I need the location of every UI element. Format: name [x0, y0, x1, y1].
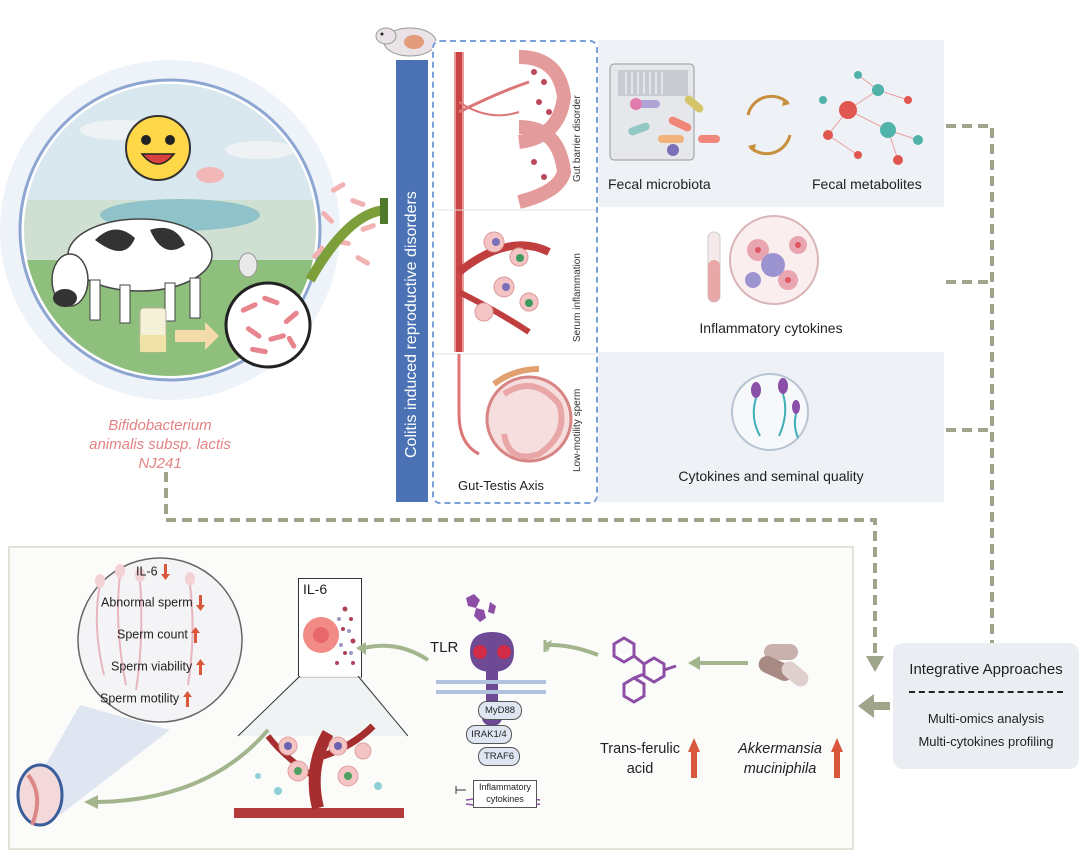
outcome-count: Sperm count	[117, 627, 201, 643]
panel-cytokines-seminal: Cytokines and seminal quality	[598, 352, 944, 502]
outcome-motility-label: Sperm motility	[100, 691, 180, 706]
bacterium-source-illustration	[0, 40, 340, 420]
up-arrow-icon	[191, 627, 201, 643]
il6-zoom-box: IL-6	[298, 578, 362, 678]
outcome-motility: Sperm motility	[100, 691, 192, 707]
bacterium-name: Bifidobacterium animalis subsp. lactis N…	[60, 416, 260, 473]
akkermansia-label: Akkermansia muciniphila	[732, 739, 828, 779]
outcome-il6: IL-6	[136, 564, 171, 580]
integrative-approaches-box: Integrative Approaches Multi-omics analy…	[893, 643, 1079, 769]
label-inflammatory-cytokines: Inflammatory cytokines	[699, 320, 843, 336]
up-arrow-icon	[831, 738, 843, 778]
integrative-title: Integrative Approaches	[909, 661, 1063, 678]
up-arrow-icon	[195, 659, 205, 675]
down-arrow-icon	[196, 595, 206, 611]
panel-inflammatory-cytokines: Inflammatory cytokines	[598, 210, 944, 348]
bacteria-flow-graphic	[300, 180, 400, 290]
bacterium-name-line1: Bifidobacterium	[108, 417, 212, 434]
akk-line2: muciniphila	[743, 761, 817, 777]
inflamed-vessel-illustration	[234, 676, 408, 818]
traf6-node: TRAF6	[478, 747, 520, 766]
up-arrow-icon	[182, 691, 192, 707]
outcome-count-label: Sperm count	[117, 627, 188, 642]
tlr-label: TLR	[430, 639, 459, 656]
myd88-node: MyD88	[478, 701, 522, 720]
panel-fecal-analysis: Fecal microbiota Fecal metabolites	[598, 40, 944, 207]
inflam-node-line1: Inflammatory	[478, 782, 531, 792]
integrative-item-2: Multi-cytokines profiling	[918, 734, 1054, 749]
outcome-abnormal: Abnormal sperm	[101, 595, 206, 611]
integrative-item-1: Multi-omics analysis	[927, 711, 1045, 726]
akkermansia-bacteria	[758, 644, 809, 687]
inflam-node-line2: cytokines	[486, 794, 524, 804]
akk-line1: Akkermansia	[738, 741, 822, 757]
ferulic-line1: Trans-ferulic	[599, 741, 681, 757]
down-arrow-icon	[161, 564, 171, 580]
il6-box-label: IL-6	[303, 581, 328, 597]
label-fecal-metabolites: Fecal metabolites	[812, 176, 922, 192]
inflammatory-cytokines-node: Inflammatory cytokines	[473, 780, 537, 808]
up-arrow-icon	[688, 738, 700, 778]
ferulic-acid-label: Trans-ferulic acid	[596, 739, 684, 779]
label-cytokines-seminal: Cytokines and seminal quality	[678, 468, 864, 484]
integrative-divider	[909, 691, 1063, 693]
mouse-icon	[372, 14, 442, 64]
ferulic-acid-molecule	[612, 636, 677, 704]
outcome-viability-label: Sperm viability	[111, 659, 193, 674]
gut-testis-axis-box: Gut barrier disorder Serum inflammation …	[432, 40, 598, 504]
gut-testis-axis-label: Gut-Testis Axis	[458, 478, 544, 493]
bacterium-name-line2: animalis subsp. lactis	[89, 436, 231, 453]
outcome-il6-label: IL-6	[136, 564, 158, 579]
outcome-viability: Sperm viability	[111, 659, 205, 675]
ferulic-line2: acid	[626, 761, 654, 777]
outcome-abnormal-label: Abnormal sperm	[101, 595, 193, 610]
colitis-title-bar: Colitis induced reproductive disorders	[396, 60, 428, 502]
label-fecal-microbiota: Fecal microbiota	[608, 176, 711, 192]
irak-node: IRAK1/4	[466, 725, 512, 744]
bacterium-name-line3: NJ241	[138, 455, 182, 472]
